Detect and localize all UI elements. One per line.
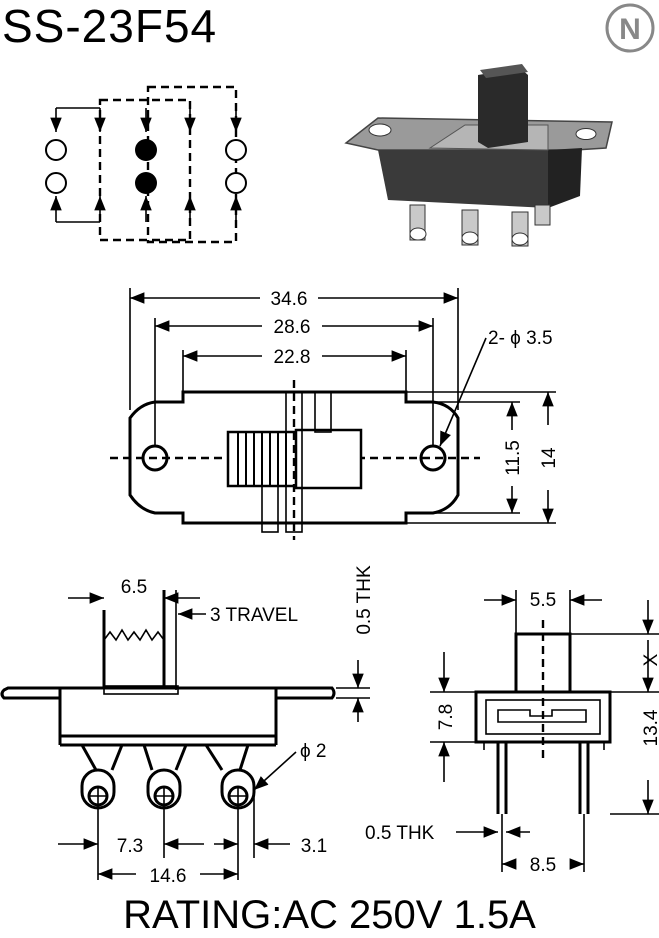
logo-letter: N (619, 13, 641, 46)
dim-end-actuator-width: 5.5 (530, 590, 556, 611)
dim-overall-width: 34.6 (271, 289, 308, 310)
part-number-title: SS-23F54 (2, 0, 218, 52)
dim-overall-height: 14 (539, 447, 560, 469)
dim-plate-thickness: 0.5 THK (354, 565, 375, 635)
dim-pin-thickness: 0.5 THK (365, 823, 435, 844)
dim-pin-span: 14.6 (150, 866, 187, 887)
top-view-drawing (110, 288, 556, 540)
dim-travel: 3 TRAVEL (210, 605, 298, 626)
switch-schematic (45, 85, 247, 244)
dim-actuator-width: 6.5 (121, 577, 147, 598)
side-view-drawing (0, 590, 370, 880)
dim-mount-holes: 2- ϕ 3.5 (488, 328, 553, 349)
dim-inner-height: 11.5 (503, 440, 524, 476)
dim-body-width: 22.8 (274, 347, 311, 368)
dim-row-spacing: 8.5 (530, 855, 556, 876)
dim-hole-spacing: 28.6 (274, 317, 311, 338)
end-view-drawing (430, 590, 659, 872)
dim-end-overall-height: 13.4 (641, 709, 659, 746)
dim-body-height: 7.8 (436, 704, 457, 730)
terminal-open (225, 139, 247, 161)
dim-pin-edge: 3.1 (301, 836, 327, 857)
terminal-common (135, 172, 157, 194)
terminal-common (135, 139, 157, 161)
dim-pin-diameter: ϕ 2 (300, 741, 327, 762)
terminal-open (225, 172, 247, 194)
terminal-open (45, 172, 67, 194)
n-logo-icon: N (605, 3, 655, 53)
switch-photo (344, 64, 613, 247)
dim-actuator-height: X (641, 653, 659, 666)
terminal-open (45, 139, 67, 161)
dim-pin-pitch: 7.3 (117, 836, 143, 857)
rating-label: RATING:AC 250V 1.5A (123, 893, 536, 937)
